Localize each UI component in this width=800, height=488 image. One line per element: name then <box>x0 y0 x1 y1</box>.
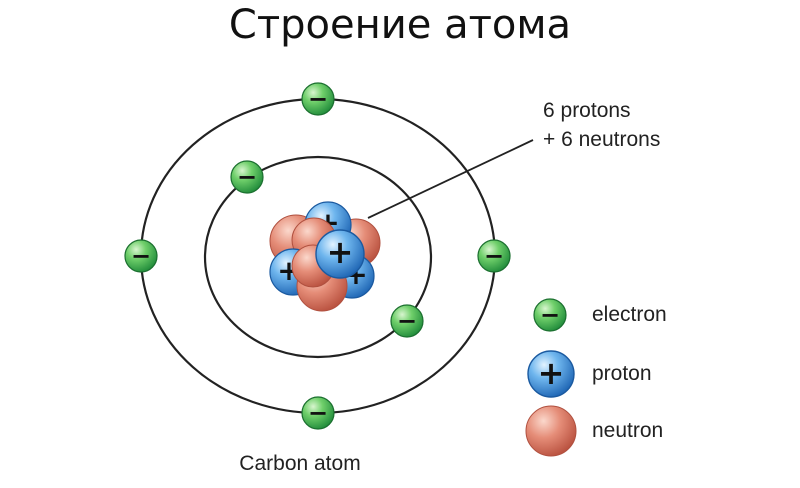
legend-electron-label: electron <box>592 303 667 326</box>
svg-text:−: − <box>484 242 504 270</box>
legend-neutron-label: neutron <box>592 419 664 442</box>
legend-proton-label: proton <box>592 362 652 385</box>
svg-text:+: + <box>327 233 354 271</box>
page-title: Строение атома <box>228 2 572 48</box>
svg-text:−: − <box>308 399 328 427</box>
legend-electron-icon: − <box>533 298 567 332</box>
proton-particle: + <box>315 229 365 279</box>
electron-particle: − <box>230 160 264 194</box>
electron-particle: − <box>301 82 335 116</box>
diagram-caption: Carbon atom <box>239 452 361 475</box>
electron-particle: − <box>301 396 335 430</box>
electron-particle: − <box>124 239 158 273</box>
svg-text:+: + <box>538 354 565 392</box>
legend-proton-icon: + <box>527 350 575 398</box>
nucleus-callout: 6 protons + 6 neutrons <box>543 96 660 154</box>
callout-line <box>367 139 534 219</box>
nucleus: + + + + <box>269 201 381 312</box>
svg-text:−: − <box>540 301 560 329</box>
callout-line-1: 6 protons <box>543 99 631 122</box>
svg-text:−: − <box>308 85 328 113</box>
legend-neutron-icon <box>525 405 577 457</box>
svg-text:−: − <box>131 242 151 270</box>
electron-particle: − <box>390 304 424 338</box>
svg-text:−: − <box>237 163 257 191</box>
callout-line-2: + 6 neutrons <box>543 128 661 151</box>
svg-text:−: − <box>397 307 417 335</box>
inner-orbit <box>203 155 433 359</box>
electron-particle: − <box>477 239 511 273</box>
